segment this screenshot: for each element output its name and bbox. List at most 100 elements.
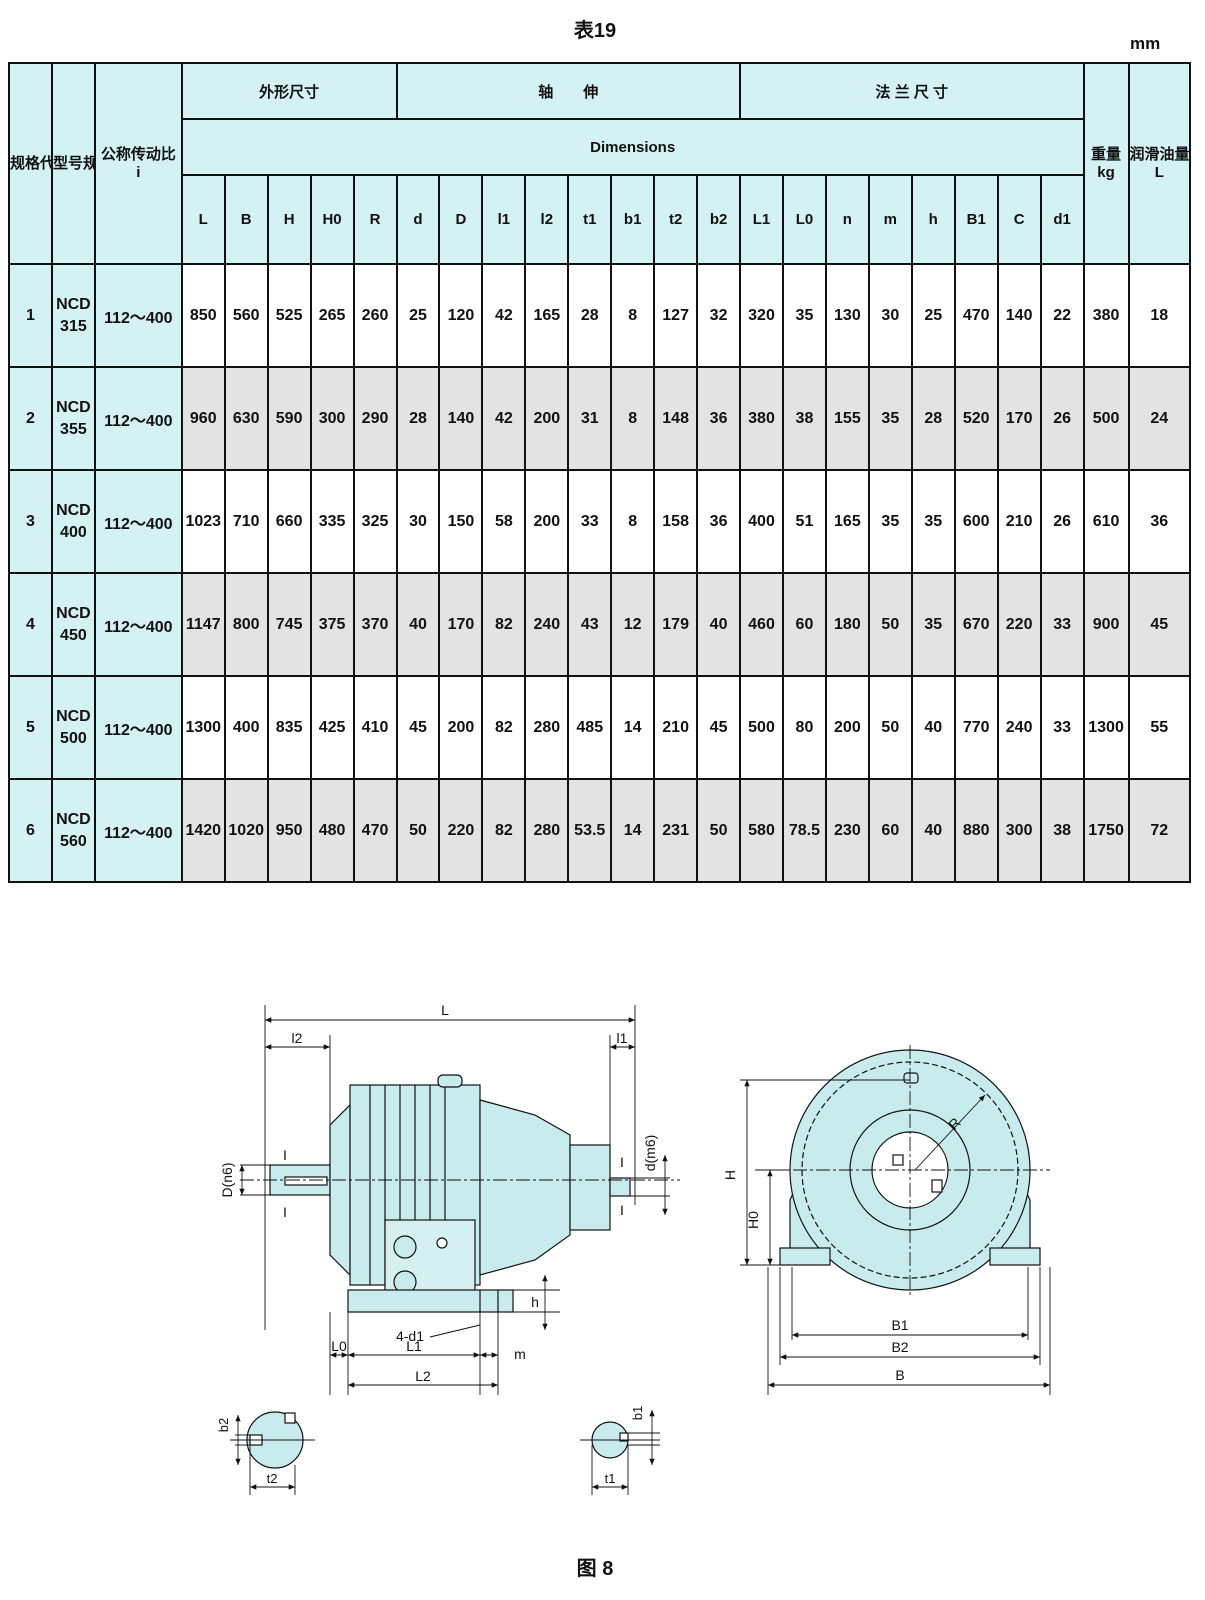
cell-b1: 880 (953, 778, 999, 883)
cell-n: 230 (824, 778, 870, 883)
cell-ratio: 112～400 (93, 469, 183, 574)
cell-oil: 18 (1127, 263, 1192, 368)
dim-D-n6: D(n6) (219, 1162, 235, 1197)
cell-weight: 610 (1082, 469, 1130, 574)
cell-d: 40 (395, 572, 441, 677)
cell-h: 28 (910, 366, 956, 471)
dim-b1: b1 (630, 1406, 645, 1420)
col-header-h0: H0 (309, 174, 355, 265)
cell-n: 200 (824, 675, 870, 780)
header-dimensions: Dimensions (180, 118, 1085, 176)
cell-b2: 50 (696, 778, 742, 883)
dim-L2: L2 (415, 1368, 431, 1384)
cell-b2: 32 (696, 263, 742, 368)
cell-t2: 148 (653, 366, 699, 471)
col-header-l2: l2 (524, 174, 570, 265)
cell-m: 50 (867, 675, 913, 780)
cell-ratio: 112～400 (93, 572, 183, 677)
cell-d: 150 (438, 469, 484, 574)
cell-b1: 520 (953, 366, 999, 471)
cell-l1: 42 (481, 366, 527, 471)
output-shaft (609, 1177, 631, 1197)
cell-oil: 36 (1127, 469, 1192, 574)
cell-h: 35 (910, 572, 956, 677)
cell-d1: 33 (1039, 572, 1085, 677)
cell-d: 200 (438, 675, 484, 780)
dim-H0: H0 (745, 1211, 761, 1229)
cell-t2: 231 (653, 778, 699, 883)
dim-4-d1: 4-d1 (396, 1328, 424, 1344)
cell-t2: 210 (653, 675, 699, 780)
col-header-m: m (867, 174, 913, 265)
cell-h: 40 (910, 675, 956, 780)
cell-h0: 335 (309, 469, 355, 574)
cell-l1: 500 (739, 675, 784, 780)
cell-m: 30 (867, 263, 913, 368)
cell-l1: 460 (739, 572, 784, 677)
cell-model: NCD 315 (50, 263, 96, 368)
cell-d1: 26 (1039, 366, 1085, 471)
cell-b1: 8 (610, 263, 656, 368)
cell-spec-code: 1 (8, 263, 53, 368)
cell-n: 130 (824, 263, 870, 368)
input-flange (329, 1103, 351, 1277)
cell-c: 170 (996, 366, 1042, 471)
output-hub (569, 1144, 611, 1231)
col-header-b2: b2 (696, 174, 742, 265)
section-mark-3: I (620, 1154, 624, 1170)
cell-b1: 670 (953, 572, 999, 677)
header-model: 型号规格 (50, 62, 96, 265)
col-header-d1: d1 (1039, 174, 1085, 265)
cell-t2: 158 (653, 469, 699, 574)
section-mark-1: I (283, 1147, 287, 1163)
cell-t1: 43 (567, 572, 613, 677)
col-header-t1: t1 (567, 174, 613, 265)
cell-t2: 127 (653, 263, 699, 368)
cell-l0: 60 (781, 572, 827, 677)
cell-m: 60 (867, 778, 913, 883)
cell-m: 35 (867, 469, 913, 574)
cell-weight: 380 (1082, 263, 1130, 368)
cell-d: 220 (438, 778, 484, 883)
cell-d1: 22 (1039, 263, 1085, 368)
cell-weight: 500 (1082, 366, 1130, 471)
cell-h: 590 (266, 366, 312, 471)
cell-t1: 31 (567, 366, 613, 471)
dim-l2: l2 (292, 1030, 303, 1046)
cell-ratio: 112～400 (93, 675, 183, 780)
cell-t1: 33 (567, 469, 613, 574)
dim-L: L (441, 1002, 449, 1018)
cell-l0: 38 (781, 366, 827, 471)
gear-housing (479, 1099, 571, 1276)
cell-l2: 165 (524, 263, 570, 368)
cell-h: 835 (266, 675, 312, 780)
cell-weight: 1750 (1082, 778, 1130, 883)
cell-ratio: 112～400 (93, 263, 183, 368)
cell-b: 1020 (223, 778, 269, 883)
dim-t1: t1 (605, 1471, 616, 1486)
dim-B: B (895, 1367, 904, 1383)
cell-d: 170 (438, 572, 484, 677)
cell-h: 950 (266, 778, 312, 883)
col-header-l1: l1 (481, 174, 527, 265)
cell-d: 140 (438, 366, 484, 471)
header-shaft: 轴 伸 (395, 62, 742, 120)
col-header-b1: B1 (953, 174, 999, 265)
cell-l1: 580 (739, 778, 784, 883)
col-header-h: H (266, 174, 312, 265)
cell-b: 710 (223, 469, 269, 574)
cell-d1: 33 (1039, 675, 1085, 780)
reducer-drawing: L l2 l1 D(n6) d(m6) h 4-d1 L0 L1 m L2 I … (216, 1002, 1051, 1495)
cell-b1: 14 (610, 675, 656, 780)
cell-l1: 82 (481, 675, 527, 780)
dim-B2: B2 (891, 1339, 908, 1355)
col-header-c: C (996, 174, 1042, 265)
cell-b2: 45 (696, 675, 742, 780)
cell-l1: 82 (481, 572, 527, 677)
cell-l0: 51 (781, 469, 827, 574)
input-keyway (284, 1176, 328, 1186)
col-header-b: B (223, 174, 269, 265)
